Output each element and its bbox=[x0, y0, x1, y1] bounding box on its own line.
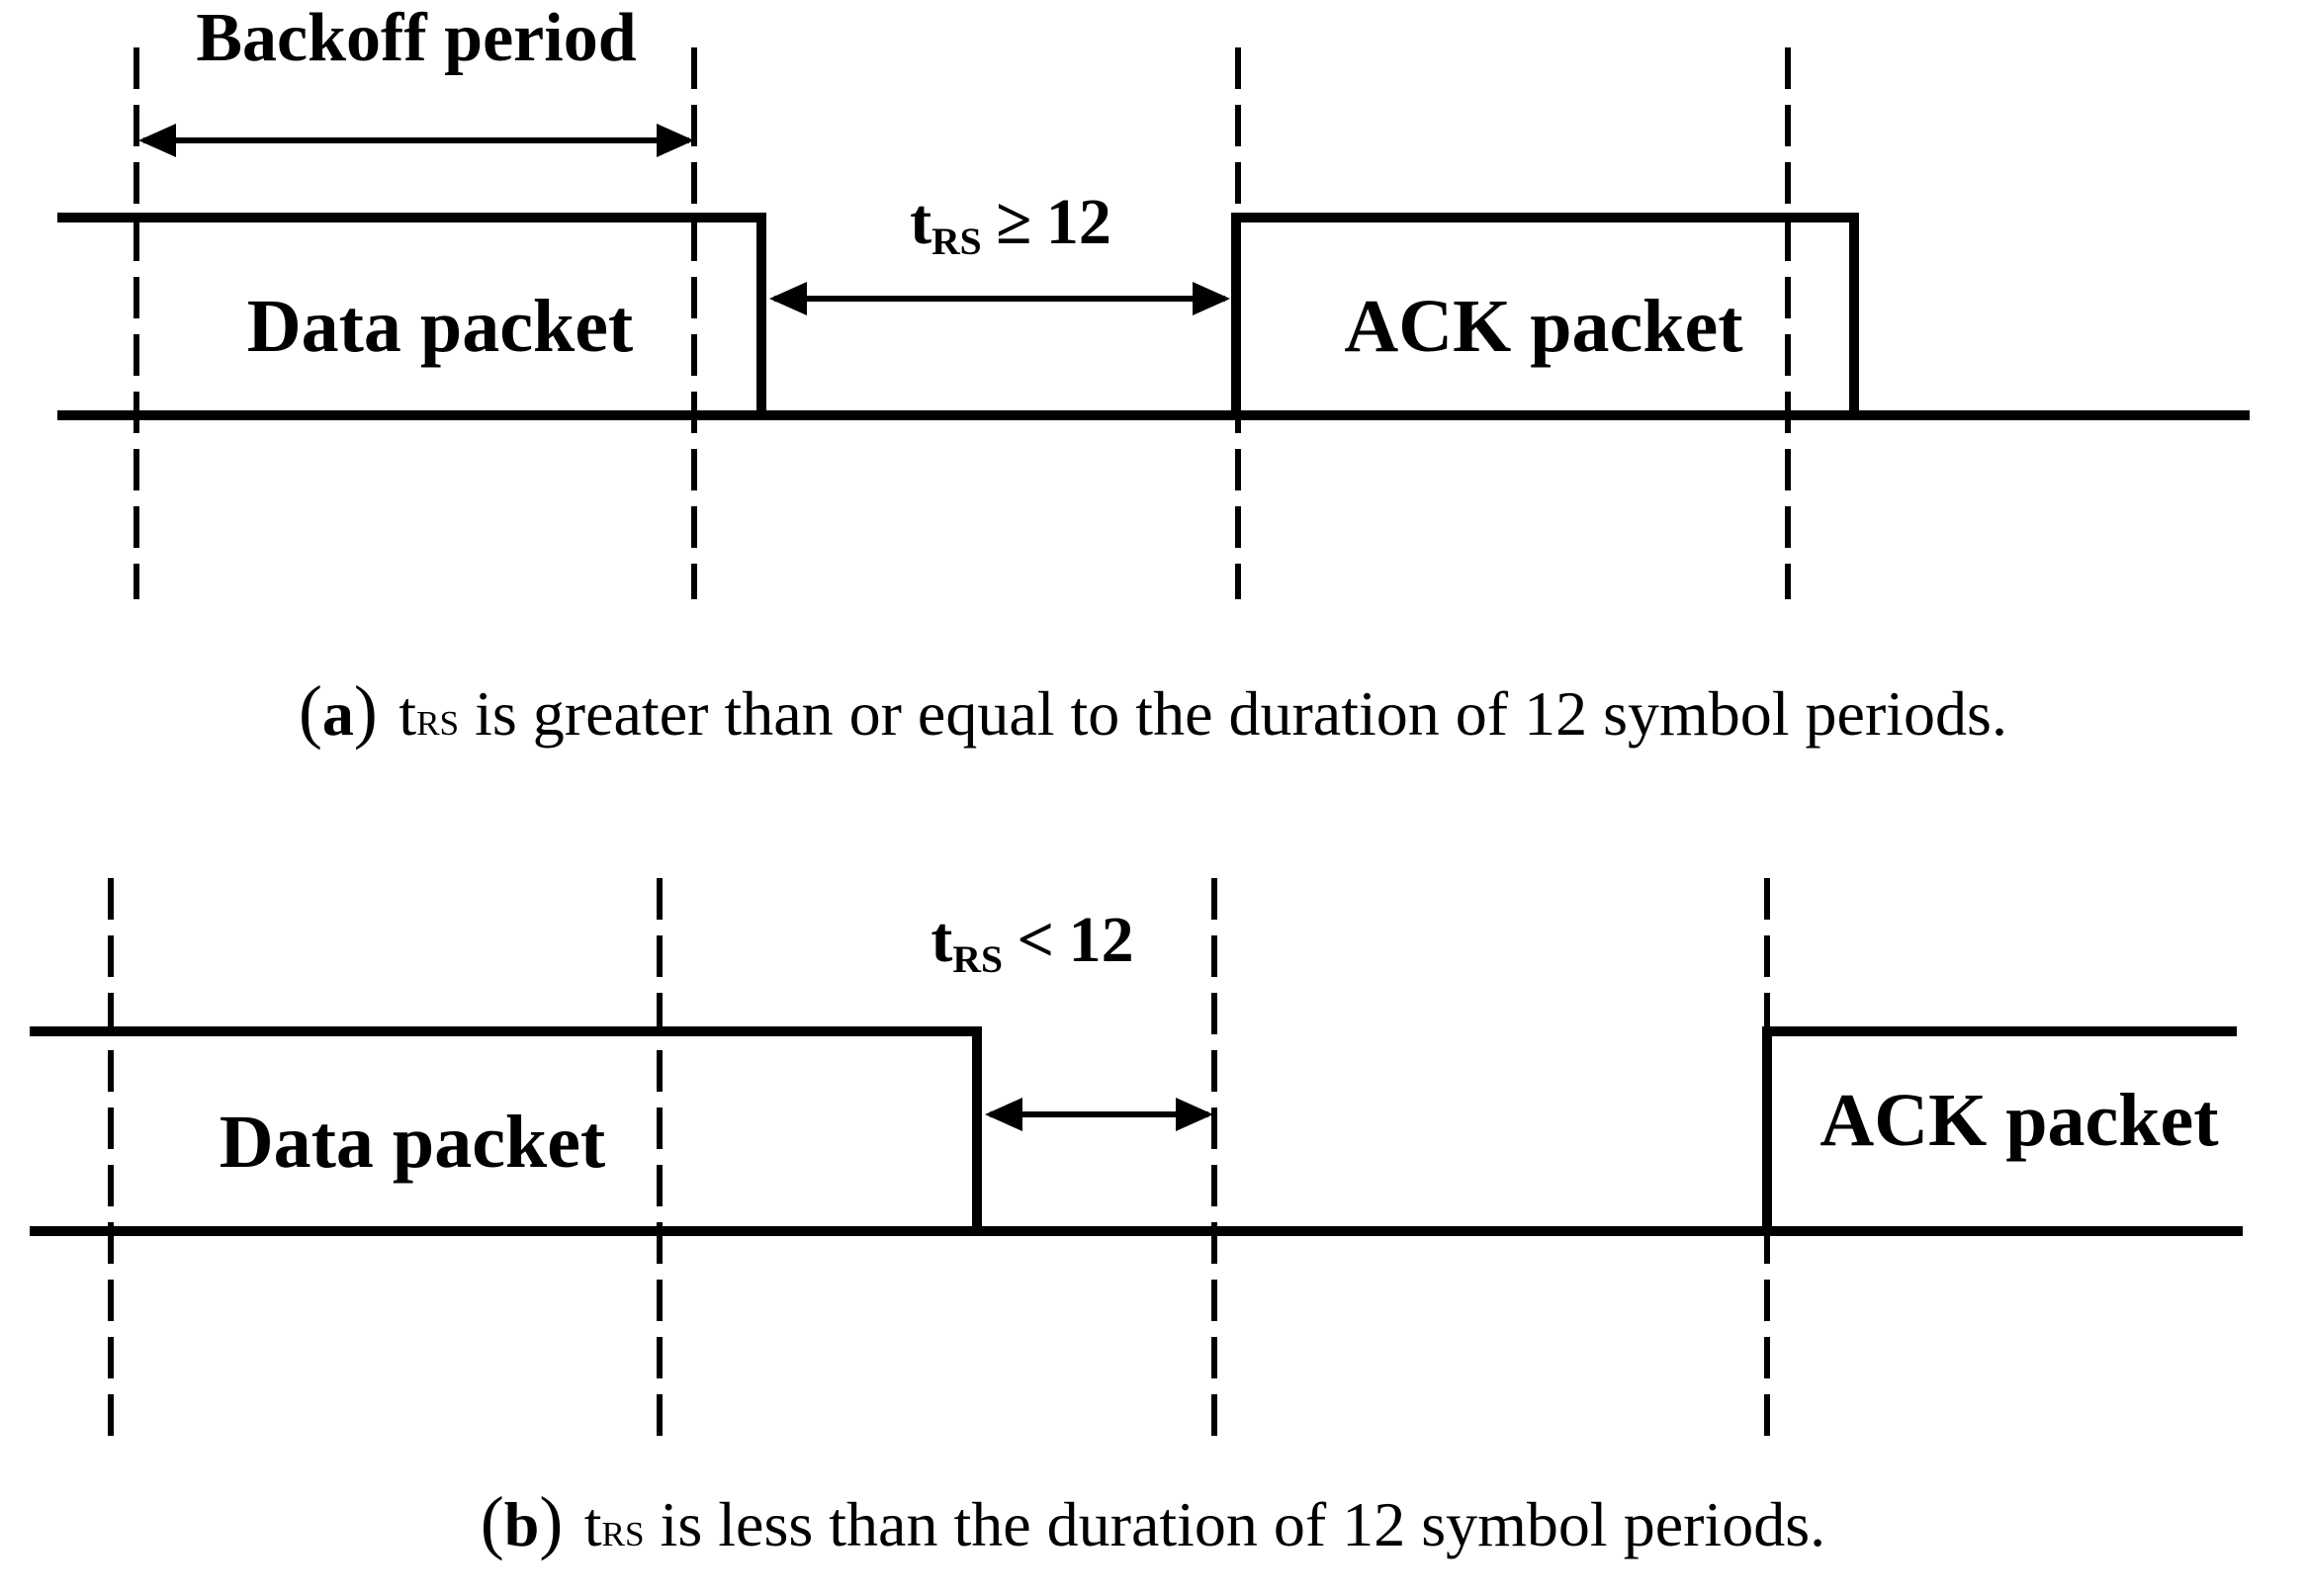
data-packet-high-line bbox=[30, 1026, 982, 1036]
ack-packet-rising-edge bbox=[1762, 1026, 1772, 1236]
ack-packet-rising-edge bbox=[1231, 213, 1241, 420]
trs-gap-label: tRS <12 bbox=[835, 906, 1230, 981]
caption-a-paren-open: ( bbox=[299, 671, 322, 751]
caption-b-var: t bbox=[583, 1489, 602, 1559]
ack-packet-label: ACK packet bbox=[1819, 1079, 2219, 1162]
caption-b: (b) tRS is less than the duration of 12 s… bbox=[0, 1479, 2306, 1564]
dashed-guideline-a4 bbox=[1785, 47, 1791, 599]
caption-a: (a) tRS is greater than or equal to the d… bbox=[0, 668, 2306, 754]
arrow-line bbox=[143, 137, 689, 143]
caption-a-var-subscript: RS bbox=[416, 704, 460, 743]
dashed-guideline-b1 bbox=[108, 878, 114, 1436]
trs-var: t bbox=[910, 186, 932, 258]
ack-packet-label: ACK packet bbox=[1344, 285, 1743, 368]
timeline-baseline bbox=[57, 410, 2250, 420]
caption-b-var-subscript: RS bbox=[601, 1515, 645, 1553]
trs-subscript: RS bbox=[931, 220, 982, 264]
trs-double-arrow bbox=[769, 282, 1230, 315]
caption-b-paren-close: ) bbox=[539, 1482, 564, 1561]
caption-a-marker: a bbox=[321, 678, 354, 749]
caption-b-paren-open: ( bbox=[480, 1482, 504, 1561]
arrowhead-right-icon bbox=[1176, 1098, 1213, 1131]
caption-b-marker: b bbox=[503, 1489, 540, 1559]
arrowhead-right-icon bbox=[1193, 282, 1230, 315]
trs-value: 12 bbox=[1068, 904, 1134, 976]
timeline-baseline bbox=[30, 1226, 2243, 1236]
arrow-line bbox=[990, 1111, 1208, 1117]
trs-gap-label: tRS ≥12 bbox=[813, 188, 1208, 263]
trs-subscript: RS bbox=[952, 937, 1003, 982]
trs-value: 12 bbox=[1045, 186, 1111, 258]
backoff-period-label: Backoff period bbox=[196, 0, 637, 76]
data-packet-label: Data packet bbox=[219, 1101, 606, 1184]
caption-b-text: is less than the duration of 12 symbol p… bbox=[644, 1489, 1826, 1559]
data-packet-high-line bbox=[57, 213, 766, 222]
trs-var: t bbox=[931, 904, 953, 976]
ack-packet-high-line bbox=[1231, 213, 1859, 222]
caption-a-var: t bbox=[399, 678, 417, 749]
arrowhead-right-icon bbox=[657, 124, 694, 157]
dashed-guideline-a1 bbox=[133, 47, 139, 599]
trs-relation: ≥ bbox=[996, 186, 1032, 258]
caption-a-text: is greater than or equal to the duration… bbox=[459, 678, 2007, 749]
ack-packet-falling-edge bbox=[1849, 213, 1859, 420]
data-packet-label: Data packet bbox=[246, 285, 634, 368]
arrow-line bbox=[774, 296, 1225, 302]
trs-double-arrow bbox=[985, 1098, 1213, 1131]
dashed-guideline-b3 bbox=[1211, 878, 1217, 1436]
dashed-guideline-a2 bbox=[691, 47, 697, 599]
trs-relation: < bbox=[1017, 904, 1055, 976]
ack-packet-high-line bbox=[1762, 1026, 2237, 1036]
data-packet-falling-edge bbox=[972, 1026, 982, 1236]
backoff-double-arrow bbox=[138, 124, 694, 157]
dashed-guideline-b2 bbox=[657, 878, 663, 1436]
data-packet-falling-edge bbox=[756, 213, 766, 420]
caption-a-paren-close: ) bbox=[353, 671, 378, 751]
